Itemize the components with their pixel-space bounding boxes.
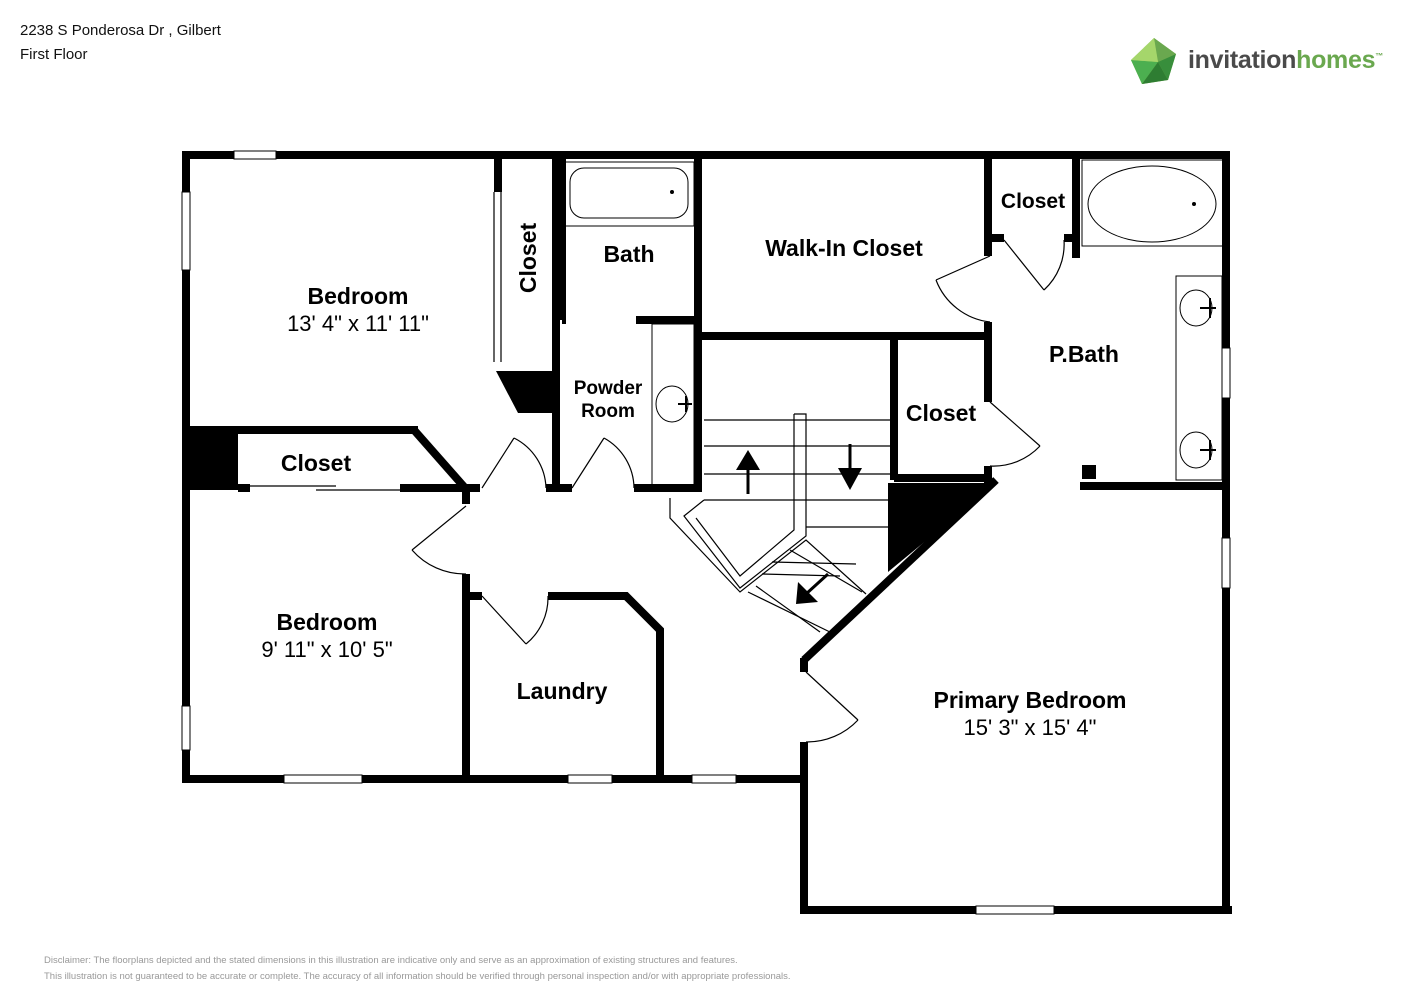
up-arrow-icon [736, 450, 760, 494]
brand-logo: invitationhomes™ [1128, 36, 1390, 90]
staircase [669, 413, 890, 635]
logo-wordmark: invitationhomes™ [1188, 46, 1383, 75]
bathtub-icon [563, 161, 695, 227]
sink-icon [1179, 289, 1216, 327]
room-label-closet-a: Closet [515, 223, 541, 294]
room-label-closet-d: Closet [281, 450, 352, 476]
room-label-closet-c: Closet [906, 400, 977, 426]
room-label-walk-in-closet: Walk-In Closet [765, 235, 923, 261]
floor-label: First Floor [20, 46, 88, 63]
room-label-laundry: Laundry [517, 678, 608, 704]
fixtures [563, 159, 1225, 487]
room-label-p-bath: P.Bath [1049, 341, 1119, 367]
property-address: 2238 S Ponderosa Dr , Gilbert [20, 22, 221, 39]
logo-word-homes: homes [1296, 46, 1376, 74]
diagonal-arrow-icon [796, 572, 830, 604]
room-label-bedroom-2: Bedroom [277, 609, 378, 635]
windows [181, 150, 1231, 915]
room-label-bedroom-1: Bedroom [308, 283, 409, 309]
logo-word-invitation: invitation [1188, 46, 1297, 74]
walls [182, 151, 1232, 914]
room-label-room: Room [581, 401, 635, 422]
room-dims-bedroom-2: 9' 11" x 10' 5" [261, 637, 392, 662]
disclaimer-line-2: This illustration is not guaranteed to b… [44, 971, 791, 982]
room-label-bath: Bath [603, 241, 654, 267]
logo-mark-icon [1131, 38, 1176, 84]
room-dims-primary-bedroom: 15' 3" x 15' 4" [964, 715, 1097, 740]
sink-icon [1179, 431, 1216, 469]
stair-arrows [736, 444, 862, 604]
down-arrow-icon [838, 444, 862, 490]
sink-icon [655, 385, 692, 423]
trademark-icon: ™ [1375, 51, 1383, 61]
room-label-powder: Powder [574, 378, 643, 399]
disclaimer-line-1: Disclaimer: The floorplans depicted and … [44, 955, 738, 966]
doors [250, 192, 1065, 743]
room-dims-bedroom-1: 13' 4" x 11' 11" [287, 311, 429, 336]
bathtub-icon [1081, 159, 1225, 247]
room-label-primary-bedroom: Primary Bedroom [933, 687, 1126, 713]
room-label-closet-b: Closet [1001, 190, 1065, 213]
